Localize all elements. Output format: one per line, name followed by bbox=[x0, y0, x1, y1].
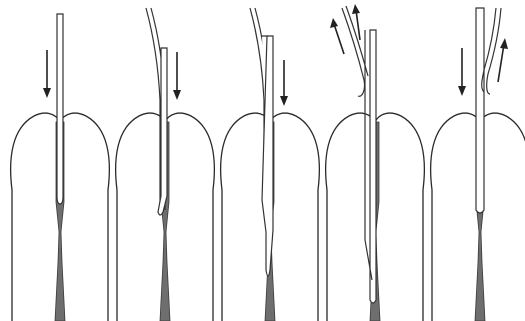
up-arrow bbox=[498, 38, 508, 82]
down-arrow bbox=[280, 60, 288, 106]
catheter-tube bbox=[476, 8, 484, 213]
panel-4 bbox=[326, 4, 425, 321]
panel-5 bbox=[431, 8, 525, 321]
up-arrow bbox=[330, 18, 344, 54]
catheter-tube bbox=[370, 30, 376, 303]
guidewire-tube bbox=[57, 14, 63, 204]
panel-2 bbox=[116, 8, 215, 321]
panel-3 bbox=[221, 8, 320, 321]
down-arrow bbox=[173, 52, 181, 100]
panel-1 bbox=[11, 14, 110, 321]
down-arrow bbox=[43, 50, 51, 98]
down-arrow bbox=[458, 48, 466, 96]
